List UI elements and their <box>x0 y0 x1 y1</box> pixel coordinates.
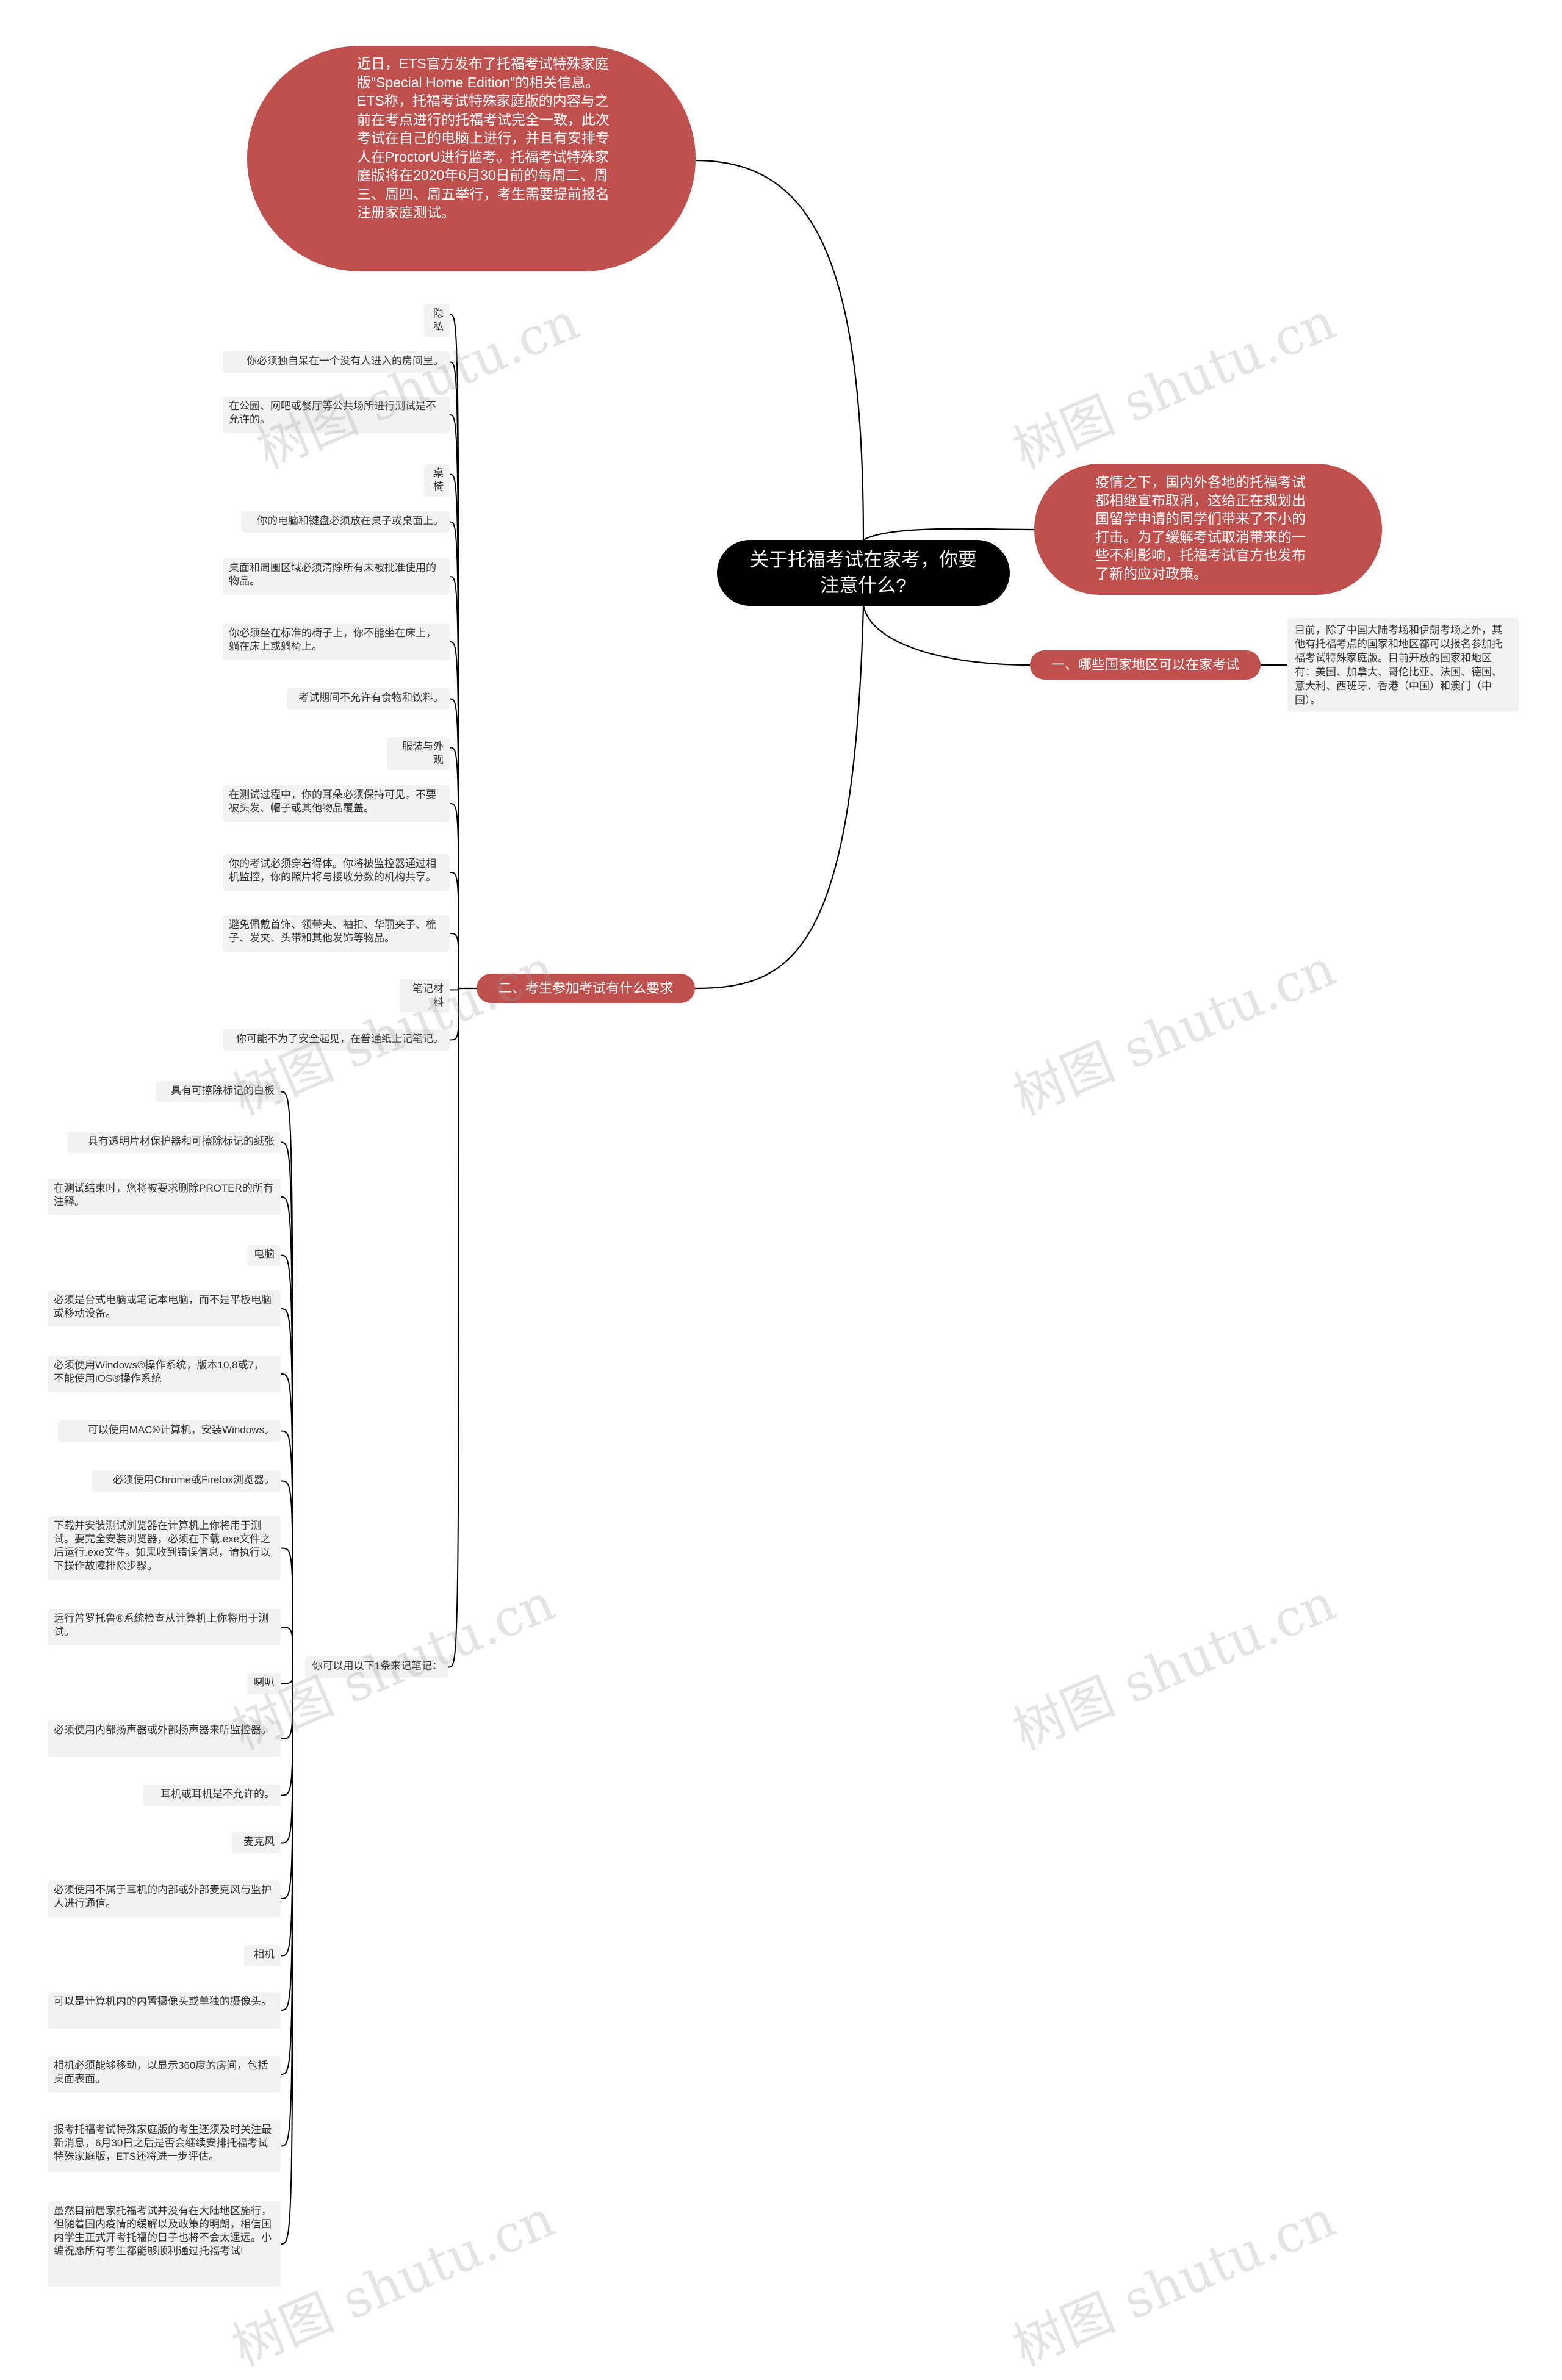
note-material-item: 必须使用Windows®操作系统，版本10,8或7，不能使用iOS®操作系统 <box>48 1356 281 1392</box>
note-link <box>280 1547 293 1667</box>
note-link <box>280 1480 293 1667</box>
requirement-link <box>449 641 459 989</box>
note-material-item: 虽然目前居家托福考试并没有在大陆地区施行，但随着国内疫情的缓解以及政策的明朗，相… <box>48 2201 281 2287</box>
note-material-item: 下载并安装测试浏览器在计算机上你将用于测试。要完全安装浏览器，必须在下载.exe… <box>48 1516 281 1580</box>
note-link <box>280 1091 293 1667</box>
countries-detail: 目前，除了中国大陆考场和伊朗考场之外，其他有托福考点的国家和地区都可以报名参加托… <box>1287 618 1519 712</box>
branch-requirements[interactable]: 二、考生参加考试有什么要求 <box>477 974 695 1003</box>
note-material-item: 耳机或耳机是不允许的。 <box>143 1785 281 1806</box>
note-material-item: 喇叭 <box>247 1673 281 1694</box>
branch-countries[interactable]: 一、哪些国家地区可以在家考试 <box>1030 650 1261 680</box>
requirement-item: 桌面和周围区域必须清除所有未被批准使用的物品。 <box>223 558 450 595</box>
note-link <box>280 1308 293 1667</box>
note-material-item: 必须使用Chrome或Firefox浏览器。 <box>92 1470 281 1492</box>
note-link <box>280 1196 293 1667</box>
requirement-item: 你必须坐在标准的椅子上，你不能坐在床上，躺在床上或躺椅上。 <box>223 624 450 660</box>
requirement-item: 笔记材料 <box>400 979 450 1012</box>
note-material-item: 具有可擦除标记的白板 <box>156 1081 281 1102</box>
requirement-item: 避免佩戴首饰、领带夹、袖扣、华丽夹子、梳子、发夹、头带和其他发饰等物品。 <box>223 915 450 952</box>
note-material-item: 必须使用不属于耳机的内部或外部麦克风与监护人进行通信。 <box>48 1880 281 1917</box>
requirement-link <box>449 521 459 989</box>
note-link <box>280 1373 293 1667</box>
note-material-item: 报考托福考试特殊家庭版的考生还须及时关注最新消息，6月30日之后是否会继续安排托… <box>48 2120 281 2172</box>
requirement-item: 你可以用以下1条来记笔记： <box>305 1656 448 1678</box>
note-link <box>280 1627 293 1667</box>
requirement-link <box>449 698 459 989</box>
note-material-item: 电脑 <box>247 1245 281 1266</box>
note-material-item: 必须使用内部扬声器或外部扬声器来听监控器。 <box>48 1720 281 1757</box>
root-node[interactable]: 关于托福考试在家考，你要注意什么? <box>717 540 1010 606</box>
requirement-link <box>449 933 459 989</box>
requirement-link <box>449 747 459 989</box>
note-material-item: 具有透明片材保护器和可擦除标记的纸张 <box>67 1132 281 1153</box>
note-material-item: 相机 <box>244 1945 281 1966</box>
connector-lines <box>280 159 1287 2245</box>
note-material-item: 运行普罗托鲁®系统检查从计算机上你将用于测试。 <box>48 1609 281 1645</box>
requirement-item: 桌椅 <box>424 464 450 497</box>
requirement-item: 在公园、网吧或餐厅等公共场所进行测试是不允许的。 <box>223 397 450 433</box>
requirement-item: 考试期间不允许有食物和饮料。 <box>287 688 450 710</box>
requirement-item: 你可能不为了安全起见，在普通纸上记笔记。 <box>223 1029 450 1051</box>
note-material-item: 必须是台式电脑或笔记本电脑，而不是平板电脑或移动设备。 <box>48 1290 281 1327</box>
requirement-item: 你必须独自呆在一个没有人进入的房间里。 <box>223 351 450 373</box>
note-link <box>280 1666 293 2245</box>
note-material-item: 相机必须能够移动，以显示360度的房间，包括桌面表面。 <box>48 2056 281 2093</box>
note-material-item: 可以是计算机内的内置摄像头或单独的摄像头。 <box>48 1992 281 2029</box>
requirement-item: 你的电脑和键盘必须放在桌子或桌面上。 <box>241 511 450 533</box>
intro-node: 近日，ETS官方发布了托福考试特殊家庭版"Special Home Editio… <box>247 46 696 271</box>
requirement-item: 在测试过程中，你的耳朵必须保持可见，不要被头发、帽子或其他物品覆盖。 <box>223 785 450 822</box>
covid-context-node: 疫情之下，国内外各地的托福考试都相继宣布取消，这给正在规划出国留学申请的同学们带… <box>1034 464 1382 595</box>
requirement-link <box>448 988 459 1668</box>
requirement-item: 你的考试必须穿着得体。你将被监控器通过相机监控，你的照片将与接收分数的机构共享。 <box>223 854 450 891</box>
requirement-item: 隐私 <box>424 304 450 337</box>
note-material-item: 可以使用MAC®计算机，安装Windows。 <box>58 1420 281 1442</box>
note-material-item: 在测试结束时，您将被要求删除PROTER的所有注释。 <box>48 1179 281 1215</box>
note-material-item: 麦克风 <box>232 1832 281 1853</box>
requirement-item: 服装与外观 <box>387 737 450 770</box>
